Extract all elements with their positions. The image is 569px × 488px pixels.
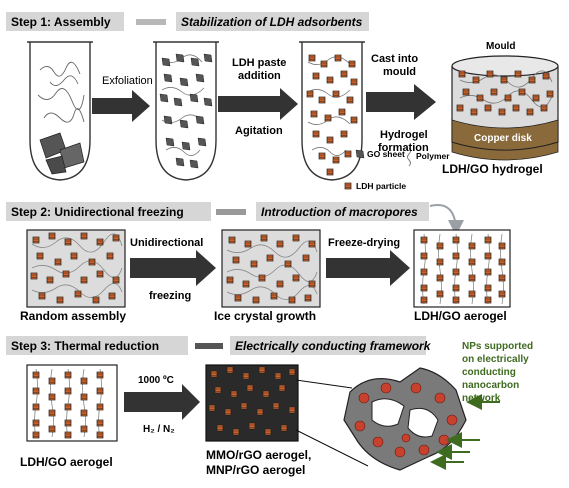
label-exfoliation: Exfoliation <box>102 75 153 87</box>
label-ldh-particle: LDH particle <box>356 181 406 191</box>
step1-subtitle: Stabilization of LDH adsorbents <box>181 15 363 29</box>
label-hydrogel-1: Hydrogel <box>380 129 428 141</box>
label-cast-2: mould <box>383 66 416 78</box>
zoom-line-bottom <box>295 429 369 467</box>
tube-3 <box>299 41 365 181</box>
arrow-freeze-drying: Freeze-drying <box>326 237 410 286</box>
panel-ldh-go-aerogel: LDH/GO aerogel <box>413 229 511 323</box>
arrow-reduction: 1000 ºC H₂ / N₂ <box>124 375 200 435</box>
label-gas: H₂ / N₂ <box>143 424 175 435</box>
label-polymer: Polymer <box>416 151 450 161</box>
label-ldh-go-hydrogel: LDH/GO hydrogel <box>442 162 543 176</box>
label-agitation: Agitation <box>235 125 283 137</box>
label-cast-1: Cast into <box>371 53 418 65</box>
panel-ice-crystal-growth: Ice crystal growth <box>214 229 321 323</box>
label-temp: 1000 ºC <box>138 375 174 386</box>
label-mmo: MMO/rGO aerogel, <box>206 448 311 462</box>
label-mnp: MNP/rGO aerogel <box>206 463 305 477</box>
nps-line-5: network <box>462 393 501 404</box>
nps-line-1: NPs supported <box>462 341 533 352</box>
arrow-cast: Cast into mould Hydrogel formation <box>366 53 436 154</box>
step3-subtitle: Electrically conducting framework <box>235 339 432 353</box>
label-ldh-go-aerogel: LDH/GO aerogel <box>414 309 507 323</box>
panel-mmo-rgo-aerogel: MMO/rGO aerogel, MNP/rGO aerogel <box>205 364 311 477</box>
label-freeze-drying: Freeze-drying <box>328 237 400 249</box>
label-ldh-paste-2: addition <box>238 70 281 82</box>
tube-2 <box>153 41 219 181</box>
step2-header: Step 2: Unidirectional freezing Introduc… <box>6 202 429 221</box>
step2-title: Step 2: Unidirectional freezing <box>11 205 184 219</box>
label-unidirectional-2: freezing <box>149 290 191 302</box>
legend-polymer-icon <box>407 147 411 167</box>
label-random-assembly: Random assembly <box>20 309 126 323</box>
step1-title: Step 1: Assembly <box>11 15 111 29</box>
zoom-line-top <box>295 379 353 389</box>
label-mould: Mould <box>486 41 515 52</box>
nanocarbon-network <box>343 367 467 471</box>
tube-1 <box>27 41 93 181</box>
nps-description: NPs supported on electrically conducting… <box>462 341 533 404</box>
nps-line-4: nanocarbon <box>462 380 519 391</box>
step2-subtitle: Introduction of macropores <box>261 205 418 219</box>
link-arrow-step2 <box>429 204 464 236</box>
label-go-sheet: GO sheet <box>367 149 405 159</box>
label-ldh-paste-1: LDH paste <box>232 57 286 69</box>
label-copper-disk: Copper disk <box>474 133 532 144</box>
label-unidirectional-1: Unidirectional <box>130 237 203 249</box>
nps-line-3: conducting <box>462 367 516 378</box>
label-hydrogel-2: formation <box>378 142 429 154</box>
arrow-unidirectional: Unidirectional freezing <box>130 237 216 302</box>
legend: GO sheet Polymer LDH particle <box>344 147 450 191</box>
legend-ldh-particle-icon <box>344 182 352 190</box>
arrow-ldh-paste: LDH paste addition Agitation <box>218 57 298 137</box>
panel-ldh-go-aerogel-step3: LDH/GO aerogel <box>20 364 118 469</box>
nps-line-2: on electrically <box>462 354 529 365</box>
label-ice-crystal: Ice crystal growth <box>214 309 316 323</box>
panel-random-assembly: Random assembly <box>20 229 126 323</box>
step3-header: Step 3: Thermal reduction Electrically c… <box>6 336 432 355</box>
legend-go-sheet-icon <box>355 149 365 159</box>
arrow-exfoliation: Exfoliation <box>92 75 153 122</box>
step1-header: Step 1: Assembly Stabilization of LDH ad… <box>6 12 369 31</box>
step3-title: Step 3: Thermal reduction <box>11 339 159 353</box>
mould-hydrogel: Mould Copper disk LDH/GO hydrogel <box>442 41 559 176</box>
label-ldh-go-aerogel-step3: LDH/GO aerogel <box>20 455 113 469</box>
green-arrows <box>430 394 500 470</box>
